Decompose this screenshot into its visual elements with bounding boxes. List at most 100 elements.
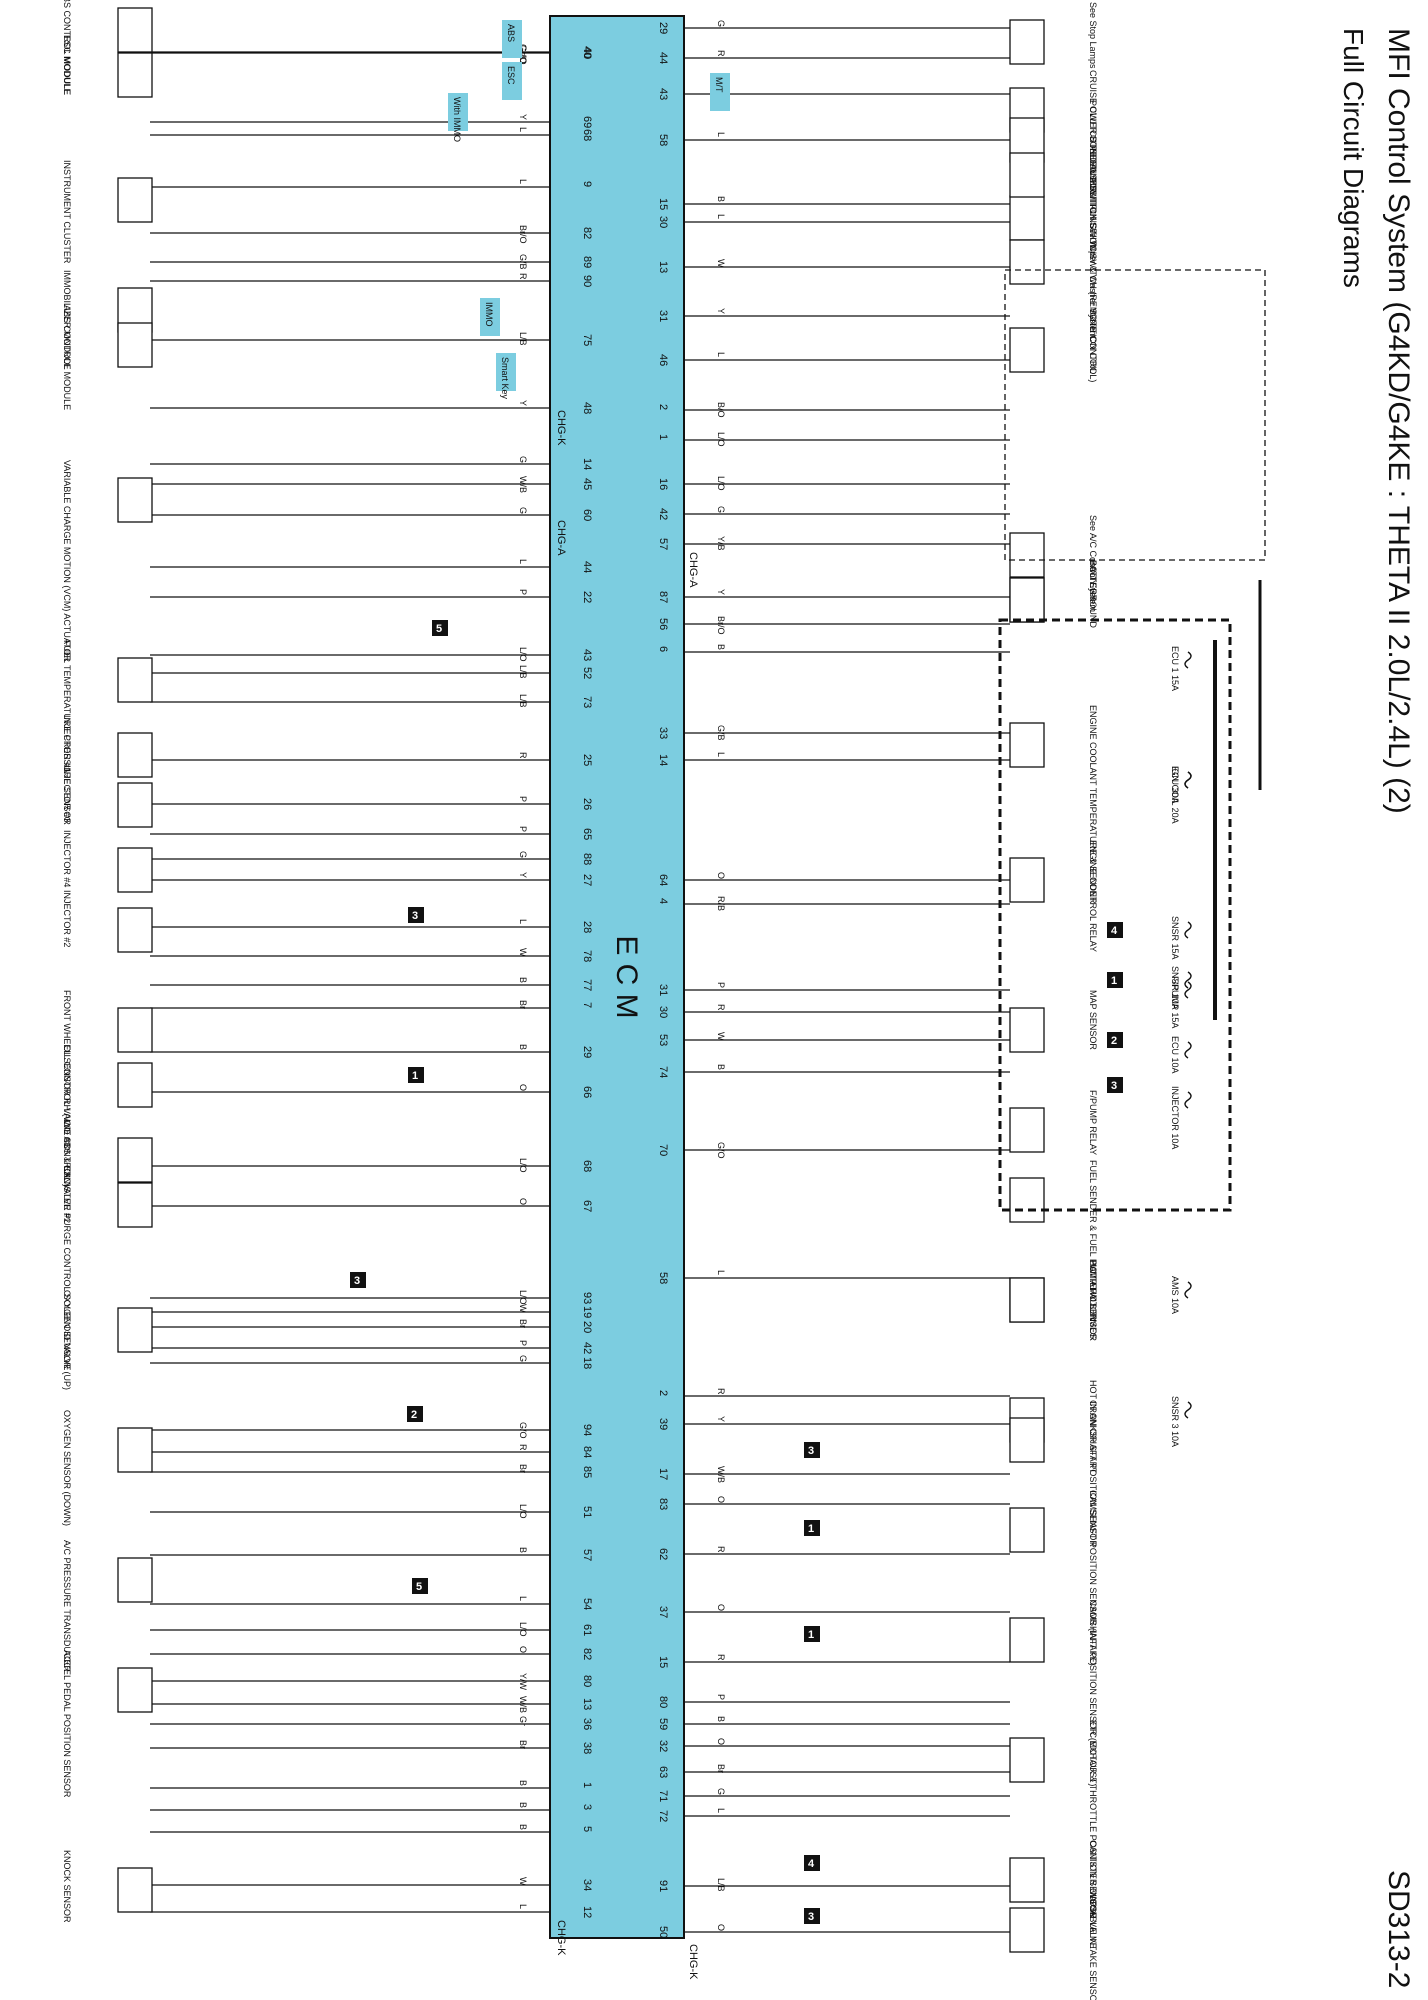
pin-number: 36 — [581, 1718, 593, 1730]
component-box — [117, 1137, 153, 1183]
pin-number: 65 — [581, 828, 593, 840]
connector-label-right-bottom: CHG-K — [687, 1944, 699, 1980]
splice-marker — [1107, 922, 1123, 938]
wire-color-label: G/B — [716, 725, 726, 741]
wire-color-label: W — [518, 1877, 528, 1886]
component-label: BATTERY SENSOR — [1088, 1260, 1098, 1342]
pin-number: 83 — [657, 1498, 669, 1510]
component-box — [1009, 532, 1045, 578]
component-box — [1009, 152, 1045, 198]
wire-color-label: L — [716, 1270, 726, 1275]
component-label: FRONT WHEEL SENSOR RH (W/O ABS & ESC) — [62, 990, 72, 1187]
wire-color-label: L — [518, 559, 528, 564]
pin-number: 31 — [657, 310, 669, 322]
component-label: HOT IN ON OR START — [1088, 1380, 1098, 1474]
pin-number: 3 — [581, 1804, 593, 1810]
pin-number: 40 — [581, 47, 593, 59]
wire-color-label: L/B — [518, 665, 528, 679]
pin-number: 66 — [581, 1086, 593, 1098]
pin-number: 71 — [657, 1790, 669, 1802]
component-label: A/C PRESSURE TRANSDUCER — [62, 1540, 72, 1672]
splice-marker-number: 1 — [412, 1070, 418, 1082]
pin-number: 89 — [581, 256, 593, 268]
pin-number: 57 — [581, 1549, 593, 1561]
wire-color-label: Gr — [518, 1716, 528, 1726]
pin-number: 1 — [657, 434, 669, 440]
pin-number: 33 — [657, 727, 669, 739]
pin-number: 28 — [581, 921, 593, 933]
wire-color-label: W — [716, 259, 726, 268]
component-box — [117, 1867, 153, 1913]
wire-color-label: Y — [518, 400, 528, 406]
splice-marker — [804, 1442, 820, 1458]
wire-color-label: L — [518, 127, 528, 132]
wire-color-label: Y/W — [518, 1673, 528, 1691]
component-label: HOT AT ALL TIMES — [1088, 1260, 1098, 1339]
component-box — [117, 1182, 153, 1228]
component-label: CANISTER CLOSE VALVE — [1088, 1840, 1098, 1949]
pin-number: 15 — [657, 1656, 669, 1668]
pin-number: 27 — [581, 874, 593, 886]
component-box — [1009, 195, 1045, 241]
fuse-symbol — [1184, 651, 1192, 669]
component-box — [1009, 857, 1045, 903]
component-box — [1009, 1277, 1045, 1323]
wire-color-label: W — [716, 1032, 726, 1041]
component-label: BATTERY — [1088, 560, 1098, 601]
wire-color-label: R — [716, 1004, 726, 1011]
wire-color-label: Y — [518, 872, 528, 878]
wire-color-label: Y — [716, 589, 726, 595]
pin-number: 38 — [581, 1742, 593, 1754]
option-note: M/T — [714, 77, 724, 93]
wire-color-label: B — [518, 977, 528, 983]
component-box — [117, 1062, 153, 1108]
wire-color-label: R — [716, 1546, 726, 1553]
component-label: CRANKSHAFT POSITION SENSOR — [1088, 1400, 1098, 1547]
fuse-label: IGN COIL 20A — [1170, 766, 1180, 824]
wire-color-label: B — [518, 1802, 528, 1808]
wire-color-label: R — [716, 50, 726, 57]
wire-color-label: L — [518, 919, 528, 924]
wire-color-label: L/O — [518, 1158, 528, 1173]
splice-marker — [432, 620, 448, 636]
pin-number: 58 — [657, 1272, 669, 1284]
component-box — [1009, 722, 1045, 768]
pin-number: 87 — [657, 591, 669, 603]
wire-color-label: B — [518, 1824, 528, 1830]
component-label: OXYGEN SENSOR (DOWN) — [62, 1410, 72, 1526]
wire-color-label: L/O — [518, 1504, 528, 1519]
pin-number: 93 — [581, 1292, 593, 1304]
wire-color-label: P — [518, 1340, 528, 1346]
component-box — [117, 847, 153, 893]
fuse-label: F/PUMP 15A — [1170, 976, 1180, 1028]
wire-color-label: Br/O — [716, 616, 726, 635]
option-note-box — [502, 20, 522, 58]
component-label: OXYGEN SENSOR (UP) — [62, 1290, 72, 1390]
wire-color-label: L/O — [716, 432, 726, 447]
pin-number: 46 — [657, 354, 669, 366]
wire-color-label: W — [518, 948, 528, 957]
wire-color-label: Y — [716, 1416, 726, 1422]
splice-marker-number: 1 — [1111, 975, 1117, 987]
ecm-label: E C M — [610, 935, 643, 1018]
wire-color-label: G — [716, 20, 726, 27]
component-box — [117, 7, 153, 53]
connector-label-right-mid: CHG-A — [687, 552, 699, 588]
pin-number: 19 — [581, 1306, 593, 1318]
component-label: POWER STEERING SWITCH — [1088, 100, 1098, 221]
wire-color-label: L — [518, 1596, 528, 1601]
component-box — [117, 52, 153, 98]
wire-color-label: Gr/O — [518, 44, 528, 64]
component-box — [117, 1307, 153, 1353]
pin-number: 74 — [657, 1066, 669, 1078]
wire-color-label: Br — [518, 1740, 528, 1749]
pin-number: 2 — [657, 404, 669, 410]
fuse-symbol — [1184, 1281, 1192, 1299]
pin-number: 29 — [657, 22, 669, 34]
wire-color-label: B — [518, 1044, 528, 1050]
pin-number: 53 — [657, 1034, 669, 1046]
pin-number: 82 — [581, 1648, 593, 1660]
engine-room-relay-box — [998, 618, 1232, 1212]
component-box — [1009, 1417, 1045, 1463]
pin-number: 18 — [581, 1357, 593, 1369]
